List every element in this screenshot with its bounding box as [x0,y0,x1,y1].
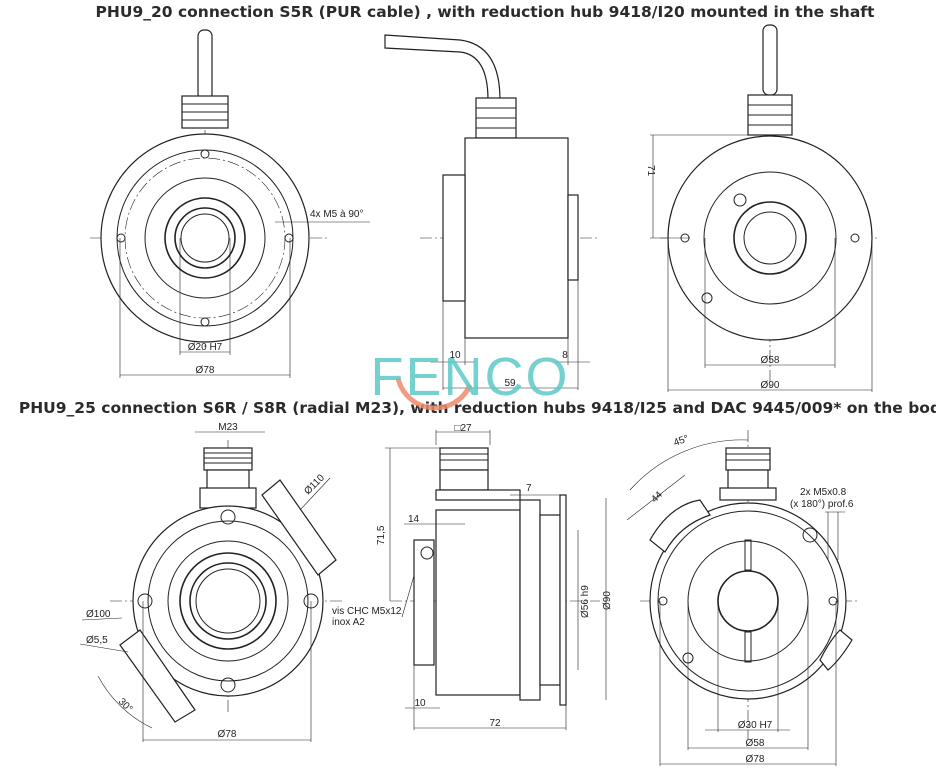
dim-height-71-5: 71,5 [376,525,387,545]
dim-right: 8 [562,350,568,361]
dim-left-10: 10 [414,698,426,709]
dim-d90: Ø90 [602,591,613,610]
dim-diameter-78: Ø78 [218,729,237,740]
top-front-view: 4x M5 à 90° Ø20 H7 Ø78 [90,29,370,378]
screw-label-line1: vis CHC M5x12 [332,606,402,617]
top-side-view: 10 8 59 [384,34,600,390]
dim-outer: Ø90 [761,380,780,391]
dim-connector: M23 [218,422,238,433]
screw-label-line2: inox A2 [332,617,365,628]
title-top: PHU9_20 connection S5R (PUR cable) , wit… [96,3,875,21]
dim-angle: 30° [116,696,134,714]
dim-holes: 4x M5 à 90° [310,209,363,220]
dim-d56: Ø56 h9 [580,585,591,618]
bottom-front-view: M23 Ø110 Ø100 Ø5,5 30° Ø78 vis CHC M5x12… [79,422,421,742]
dim-square: □27 [454,423,472,434]
dim-left: 10 [449,350,461,361]
logo-text: FENCO [371,347,570,407]
thread-label-line1: 2x M5x0.8 [800,487,847,498]
thread-label-line2: (x 180°) prof.6 [790,499,854,510]
dim-angle-45: 45° [672,433,690,449]
top-rear-view: 71 Ø58 Ø90 [645,24,880,392]
title-bottom: PHU9_25 connection S6R / S8R (radial M23… [19,399,936,417]
dim-offset-7: 7 [526,483,532,494]
bottom-side-view: □27 71,5 14 7 Ø56 h9 Ø90 10 72 [376,423,613,730]
fenco-logo: FENCO [371,347,570,411]
dim-inner: Ø58 [761,355,780,366]
bottom-rear-view: 45° 44 2x M5x0.8 (x 180°) prof.6 Ø30 H7 … [626,430,860,766]
dim-inner-58: Ø58 [746,738,765,749]
dim-outer-78: Ø78 [746,754,765,765]
dim-height: 71 [645,165,656,177]
dim-length: 59 [504,378,516,389]
dim-bore: Ø20 H7 [188,342,223,353]
dim-d100: Ø100 [86,609,111,620]
dim-diameter: Ø78 [196,365,215,376]
dim-d55: Ø5,5 [86,635,108,646]
dim-length-72: 72 [489,718,501,729]
dim-slot-44: 44 [649,489,665,505]
dim-bore-30: Ø30 H7 [738,720,773,731]
dim-offset-14: 14 [408,514,420,525]
